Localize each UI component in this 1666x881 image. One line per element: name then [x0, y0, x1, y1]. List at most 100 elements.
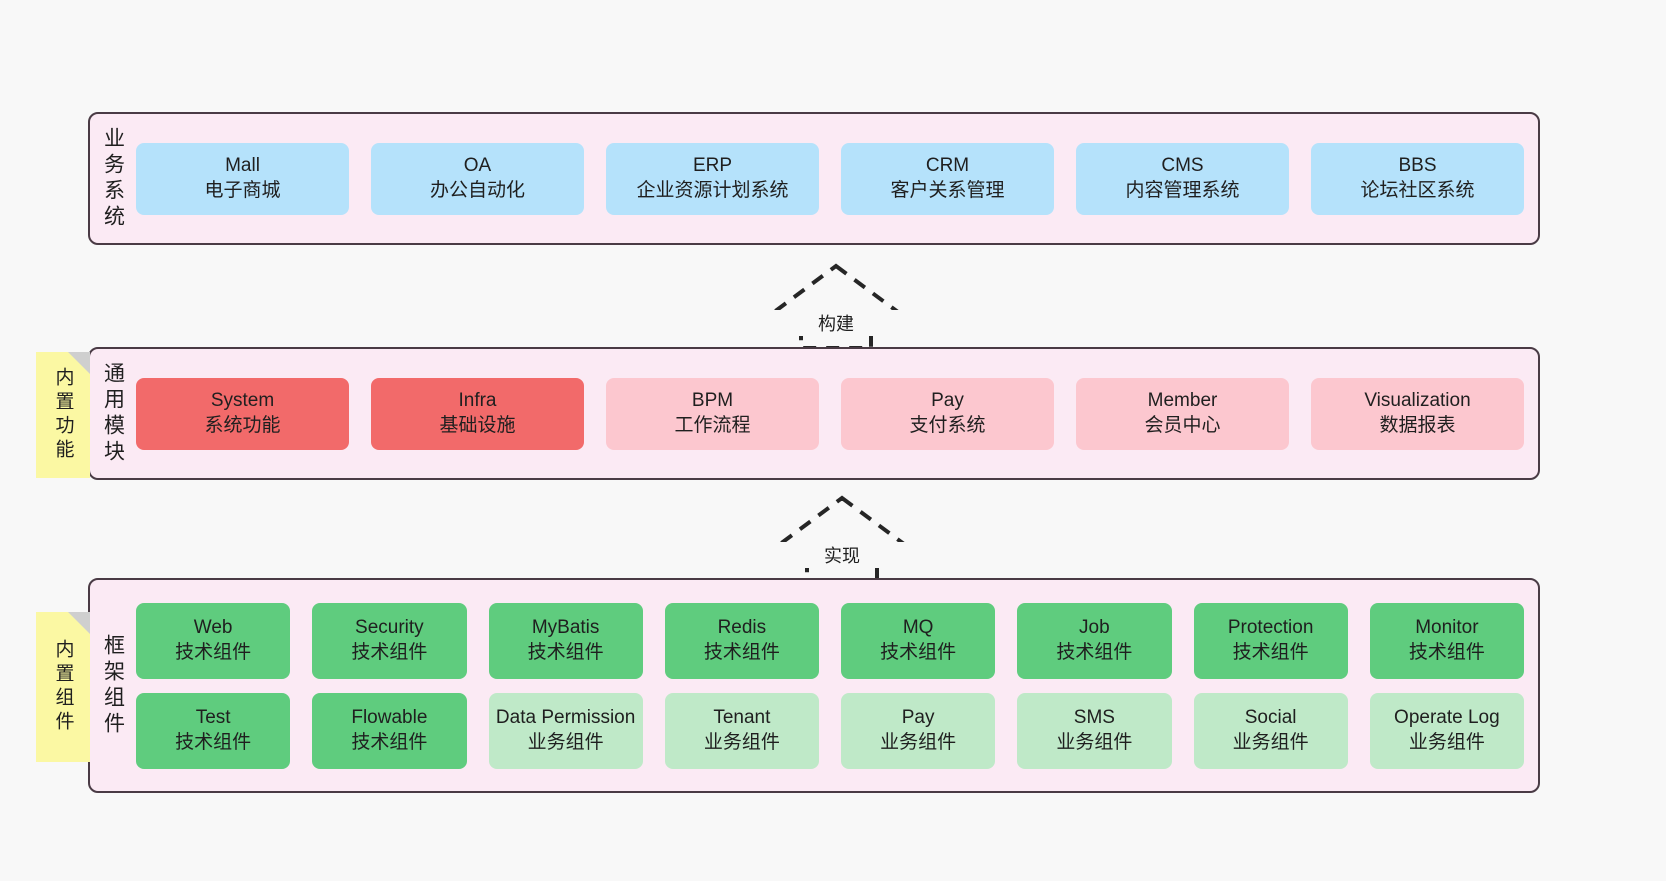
card-subtitle: 论坛社区系统 — [1360, 179, 1475, 201]
card-subtitle: 业务组件 — [703, 731, 780, 753]
card-oa[interactable]: OA 办公自动化 — [371, 142, 584, 215]
card-subtitle: 技术组件 — [351, 731, 428, 753]
card-subtitle: 办公自动化 — [429, 179, 525, 201]
card-title: System — [210, 390, 275, 412]
card-web[interactable]: Web 技术组件 — [136, 602, 291, 679]
card-title: Security — [355, 617, 424, 639]
card-title: Redis — [717, 617, 767, 639]
card-system[interactable]: System 系统功能 — [136, 377, 349, 450]
card-bpm[interactable]: BPM 工作流程 — [606, 377, 819, 450]
card-sms[interactable]: SMS 业务组件 — [1017, 692, 1172, 769]
card-subtitle: 支付系统 — [909, 414, 986, 436]
card-title: ERP — [692, 155, 733, 177]
card-subtitle: 业务组件 — [1408, 731, 1485, 753]
card-mall[interactable]: Mall 电子商城 — [136, 142, 349, 215]
page-fold-corner-icon — [68, 612, 90, 634]
card-title: BBS — [1398, 155, 1437, 177]
card-row: Web 技术组件 Security 技术组件 MyBatis 技术组件 Redi… — [136, 602, 1524, 679]
card-subtitle: 会员中心 — [1144, 414, 1221, 436]
card-pay[interactable]: Pay 支付系统 — [841, 377, 1054, 450]
card-subtitle: 技术组件 — [880, 641, 957, 663]
card-subtitle: 技术组件 — [351, 641, 428, 663]
card-crm[interactable]: CRM 客户关系管理 — [841, 142, 1054, 215]
card-subtitle: 企业资源计划系统 — [636, 179, 789, 201]
card-title: Protection — [1227, 617, 1314, 639]
card-subtitle: 技术组件 — [1408, 641, 1485, 663]
card-title: Infra — [458, 390, 497, 412]
card-title: Social — [1244, 707, 1297, 729]
card-subtitle: 数据报表 — [1379, 414, 1456, 436]
card-title: Tenant — [713, 707, 771, 729]
card-cms[interactable]: CMS 内容管理系统 — [1076, 142, 1289, 215]
layer-title-common-modules: 通用模块 — [101, 361, 125, 466]
card-tenant[interactable]: Tenant 业务组件 — [664, 692, 819, 769]
card-subtitle: 技术组件 — [1232, 641, 1309, 663]
card-title: MyBatis — [531, 617, 600, 639]
card-subtitle: 技术组件 — [703, 641, 780, 663]
card-bbs[interactable]: BBS 论坛社区系统 — [1311, 142, 1524, 215]
card-test[interactable]: Test 技术组件 — [136, 692, 291, 769]
card-title: Visualization — [1364, 390, 1471, 412]
sticky-note-label: 内置组件 — [52, 639, 74, 735]
card-pay-business[interactable]: Pay 业务组件 — [841, 692, 996, 769]
card-title: Data Permission — [495, 707, 636, 729]
card-member[interactable]: Member 会员中心 — [1076, 377, 1289, 450]
card-title: Monitor — [1415, 617, 1479, 639]
card-subtitle: 系统功能 — [204, 414, 281, 436]
card-protection[interactable]: Protection 技术组件 — [1193, 602, 1348, 679]
card-redis[interactable]: Redis 技术组件 — [664, 602, 819, 679]
card-operate-log[interactable]: Operate Log 业务组件 — [1369, 692, 1524, 769]
card-title: Pay — [901, 707, 935, 729]
card-subtitle: 电子商城 — [204, 179, 281, 201]
card-title: MQ — [902, 617, 934, 639]
card-title: Web — [193, 617, 233, 639]
card-subtitle: 业务组件 — [1056, 731, 1133, 753]
card-job[interactable]: Job 技术组件 — [1017, 602, 1172, 679]
sticky-note-label: 内置功能 — [52, 367, 74, 463]
card-visualization[interactable]: Visualization 数据报表 — [1311, 377, 1524, 450]
layer-framework-components: 框架组件 Web 技术组件 Security 技术组件 MyBatis 技术组件… — [88, 578, 1540, 793]
card-subtitle: 技术组件 — [175, 641, 252, 663]
layer-common-modules: 通用模块 System 系统功能 Infra 基础设施 BPM 工作流程 Pay… — [88, 347, 1540, 480]
card-title: Member — [1147, 390, 1218, 412]
card-subtitle: 业务组件 — [527, 731, 604, 753]
card-title: OA — [463, 155, 492, 177]
arrow-implement: 实现 — [766, 492, 918, 584]
card-title: Test — [195, 707, 231, 729]
arrow-label-build: 构建 — [760, 310, 912, 336]
card-subtitle: 业务组件 — [1232, 731, 1309, 753]
card-subtitle: 客户关系管理 — [890, 179, 1005, 201]
card-title: Flowable — [351, 707, 428, 729]
card-row: System 系统功能 Infra 基础设施 BPM 工作流程 Pay 支付系统… — [136, 377, 1524, 450]
card-subtitle: 内容管理系统 — [1125, 179, 1240, 201]
card-subtitle: 技术组件 — [1056, 641, 1133, 663]
card-subtitle: 基础设施 — [439, 414, 516, 436]
arrow-build: 构建 — [760, 260, 912, 352]
layer-body-common-modules: System 系统功能 Infra 基础设施 BPM 工作流程 Pay 支付系统… — [136, 349, 1538, 478]
layer-title-framework-components: 框架组件 — [101, 633, 125, 738]
layer-title-business-systems: 业务系统 — [101, 126, 125, 231]
arrow-label-implement: 实现 — [766, 542, 918, 568]
card-flowable[interactable]: Flowable 技术组件 — [312, 692, 467, 769]
card-title: Mall — [225, 155, 260, 177]
sticky-note-builtin-components: 内置组件 — [36, 612, 90, 762]
layer-body-business-systems: Mall 电子商城 OA 办公自动化 ERP 企业资源计划系统 CRM 客户关系… — [136, 114, 1538, 243]
card-erp[interactable]: ERP 企业资源计划系统 — [606, 142, 819, 215]
layer-business-systems: 业务系统 Mall 电子商城 OA 办公自动化 ERP 企业资源计划系统 CRM… — [88, 112, 1540, 245]
card-security[interactable]: Security 技术组件 — [312, 602, 467, 679]
card-monitor[interactable]: Monitor 技术组件 — [1369, 602, 1524, 679]
card-social[interactable]: Social 业务组件 — [1193, 692, 1348, 769]
card-title: SMS — [1073, 707, 1115, 729]
card-row: Test 技术组件 Flowable 技术组件 Data Permission … — [136, 692, 1524, 769]
card-row: Mall 电子商城 OA 办公自动化 ERP 企业资源计划系统 CRM 客户关系… — [136, 142, 1524, 215]
card-title: CRM — [925, 155, 970, 177]
card-data-permission[interactable]: Data Permission 业务组件 — [488, 692, 643, 769]
card-mybatis[interactable]: MyBatis 技术组件 — [488, 602, 643, 679]
card-subtitle: 工作流程 — [674, 414, 751, 436]
card-subtitle: 业务组件 — [880, 731, 957, 753]
card-subtitle: 技术组件 — [527, 641, 604, 663]
card-mq[interactable]: MQ 技术组件 — [841, 602, 996, 679]
card-title: Pay — [931, 390, 964, 412]
card-infra[interactable]: Infra 基础设施 — [371, 377, 584, 450]
card-title: Operate Log — [1394, 707, 1500, 729]
